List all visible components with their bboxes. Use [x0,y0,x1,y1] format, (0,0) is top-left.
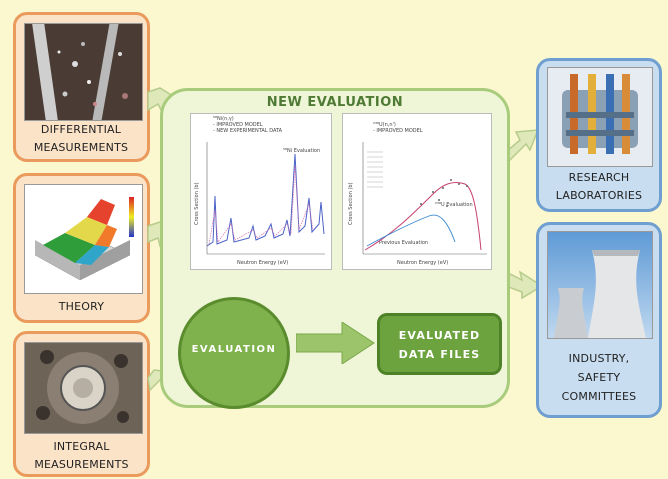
cooling-towers-art [548,232,652,338]
chart2-legend-lines [367,151,383,188]
integral-measurements-label: INTEGRAL MEASUREMENTS [34,440,129,471]
industry-label-line1: INDUSTRY, [568,352,630,365]
theory-label: THEORY [58,300,105,313]
chart2-plot [362,142,487,255]
chart2-series-previous [366,214,456,247]
research-label-line2: LABORATORIES [555,189,643,202]
detector-photo-art [25,24,142,120]
differential-photo [24,23,143,121]
chart1-plot [206,142,325,255]
industry-label-line3: COMMITTEES [561,390,637,403]
chart2-note-line1: - IMPROVED MODEL [373,128,423,134]
integral-measurements-box: INTEGRAL MEASUREMENTS [13,331,150,477]
chart1-isotope-note: ⁵⁸Ni(n,γ) [213,116,234,122]
evaluation-circle: EVALUATION [178,297,290,409]
panel-title: NEW EVALUATION [266,95,404,110]
differential-measurements-box: DIFFERENTIAL MEASUREMENTS [13,12,150,162]
chart1-curve-label: ⁵⁸Ni Evaluation [283,148,321,154]
evaluated-data-files-box: EVALUATED DATA FILES [377,313,502,375]
evaluation-to-files-arrow [296,322,375,364]
chart2-series-evaluation [364,181,482,251]
chart1-note-line2: - NEW EXPERIMENTAL DATA [213,128,283,134]
integral-photo [24,342,143,434]
chart1-xlabel: Neutron Energy (eV) [237,260,289,266]
industry-safety-box: INDUSTRY, SAFETY COMMITTEES [536,222,662,418]
chart1-note-line1: - IMPROVED MODEL [213,122,263,128]
chart2-secondary-label: Previous Evaluation [379,240,429,246]
research-reactor-art [548,68,652,166]
research-label-line1: RESEARCH [568,171,630,184]
industry-photo [547,231,653,339]
chart2-isotope-note: ²³⁸U(n,n') [373,122,396,128]
arrow-evaluation-to-research [505,129,540,162]
u238-inelastic-chart: ²³⁸U(n,n') - IMPROVED MODEL ²³⁸U Evaluat… [342,113,492,270]
research-laboratories-box: RESEARCH LABORATORIES [536,58,662,212]
chart2-data-points [420,179,468,207]
research-photo [547,67,653,167]
theory-image [24,184,143,294]
industry-label-line2: SAFETY [577,371,621,384]
chart2-xlabel: Neutron Energy (eV) [397,260,449,266]
evaluated-label: EVALUATED [398,329,481,342]
chart2-curve-label: ²³⁸U Evaluation [435,202,473,208]
reactor-core-photo-art [25,343,142,433]
data-files-label: DATA FILES [398,348,481,361]
theory-box: THEORY [13,173,150,323]
surface-plot-art [25,185,142,293]
evaluation-label: EVALUATION [191,344,277,355]
chart1-series-data [208,165,314,245]
ni58-capture-chart: ⁵⁸Ni(n,γ) - IMPROVED MODEL - NEW EXPERIM… [190,113,332,270]
differential-measurements-label: DIFFERENTIAL MEASUREMENTS [33,123,129,154]
